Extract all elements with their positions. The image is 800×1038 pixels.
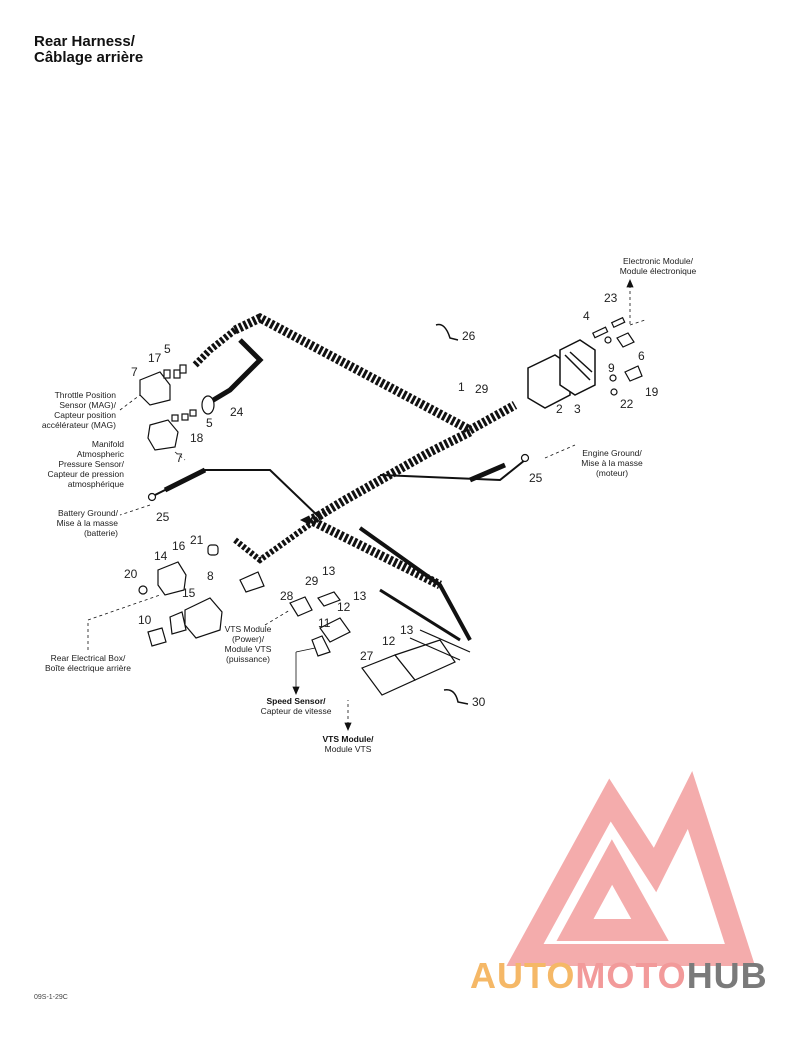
label-line: Speed Sensor/ <box>266 696 326 706</box>
part-number: 21 <box>190 533 204 547</box>
label-manifold-sensor: Manifold Atmospheric Pressure Sensor/ Ca… <box>47 439 124 489</box>
part-number: 22 <box>620 397 634 411</box>
label-throttle-sensor: Throttle Position Sensor (MAG)/ Capteur … <box>42 390 117 430</box>
electronic-module-icon <box>527 339 596 409</box>
label-vts-module: VTS Module/ Module VTS <box>323 734 375 754</box>
part-number: 19 <box>645 385 659 399</box>
ground-terminals-icon <box>147 453 530 502</box>
label-line: VTS Module <box>225 624 272 634</box>
label-line: Manifold <box>92 439 124 449</box>
part-number: 12 <box>337 600 351 614</box>
label-line: (Power)/ <box>232 634 265 644</box>
label-line: Throttle Position <box>55 390 117 400</box>
part-number: 14 <box>154 549 168 563</box>
label-vts-power: VTS Module (Power)/ Module VTS (puissanc… <box>225 624 272 664</box>
label-line: Electronic Module/ <box>623 256 694 266</box>
label-line: Mise à la masse <box>581 458 643 468</box>
part-number: 29 <box>305 574 319 588</box>
label-line: Rear Electrical Box/ <box>51 653 126 663</box>
part-number: 25 <box>529 471 543 485</box>
part-number: 26 <box>462 329 476 343</box>
part-number: 27 <box>360 649 374 663</box>
label-line: Capteur position <box>54 410 116 420</box>
part-number: 23 <box>604 291 618 305</box>
label-line: Mise à la masse <box>57 518 119 528</box>
part-number: 28 <box>280 589 294 603</box>
part-number: 7 <box>131 365 138 379</box>
label-line: VTS Module/ <box>323 734 375 744</box>
part-number: 13 <box>322 564 336 578</box>
label-line: Engine Ground/ <box>582 448 642 458</box>
watermark-logo-icon <box>506 770 756 966</box>
part-number: 18 <box>190 431 204 445</box>
watermark-part-hub: HUB <box>686 955 768 996</box>
part-number: 12 <box>382 634 396 648</box>
part-number: 2 <box>556 402 563 416</box>
label-line: Capteur de vitesse <box>261 706 332 716</box>
part-number: 15 <box>182 586 196 600</box>
label-line: (puissance) <box>226 654 270 664</box>
upper-right-hardware-icon <box>592 316 643 396</box>
label-line: Sensor (MAG)/ <box>59 400 116 410</box>
label-rear-box: Rear Electrical Box/ Boîte électrique ar… <box>45 653 131 673</box>
watermark-text: AUTOMOTOHUB <box>470 955 768 997</box>
part-number: 7 <box>176 451 183 465</box>
clip-26-icon <box>435 323 459 341</box>
clip-30-icon <box>443 689 469 705</box>
drawing-code: 09S-1-29C <box>34 994 68 1001</box>
main-harness <box>154 312 526 642</box>
label-engine-ground: Engine Ground/ Mise à la masse (moteur) <box>581 448 643 478</box>
part-number: 16 <box>172 539 186 553</box>
part-number: 30 <box>472 695 486 709</box>
label-battery-ground: Battery Ground/ Mise à la masse (batteri… <box>57 508 119 538</box>
leader-lines <box>87 278 646 732</box>
part-number: 13 <box>353 589 367 603</box>
label-electronic-module: Electronic Module/ Module électronique <box>620 256 697 276</box>
label-line: (moteur) <box>596 468 628 478</box>
part-number: 13 <box>400 623 414 637</box>
label-line: atmosphérique <box>68 479 125 489</box>
part-number: 10 <box>138 613 152 627</box>
vts-connectors-icon <box>289 591 471 696</box>
part-number: 1 <box>458 380 465 394</box>
part-number: 17 <box>148 351 162 365</box>
part-number: 25 <box>156 510 170 524</box>
part-number: 5 <box>164 342 171 356</box>
label-line: Module VTS <box>325 744 372 754</box>
sensor-connectors-icon <box>139 364 215 451</box>
label-line: Module électronique <box>620 266 697 276</box>
watermark-part-moto: MOTO <box>575 955 687 996</box>
part-number: 24 <box>230 405 244 419</box>
label-line: Capteur de pression <box>47 469 124 479</box>
label-line: accélérateur (MAG) <box>42 420 116 430</box>
part-number: 20 <box>124 567 138 581</box>
label-line: Pressure Sensor/ <box>58 459 124 469</box>
part-number: 11 <box>318 616 331 630</box>
title-line-english: Rear Harness/ <box>34 33 135 50</box>
part-number: 9 <box>608 361 615 375</box>
part-number: 3 <box>574 402 581 416</box>
label-line: (batterie) <box>84 528 118 538</box>
part-number: 29 <box>475 382 489 396</box>
label-line: Battery Ground/ <box>58 508 119 518</box>
part-number: 4 <box>583 309 590 323</box>
label-line: Atmospheric <box>77 449 125 459</box>
label-speed-sensor: Speed Sensor/ Capteur de vitesse <box>261 696 332 716</box>
watermark-part-auto: AUTO <box>470 955 576 996</box>
label-line: Module VTS <box>225 644 272 654</box>
label-line: Boîte électrique arrière <box>45 663 131 673</box>
title-line-french: Câblage arrière <box>34 49 144 66</box>
part-number: 6 <box>638 349 645 363</box>
rear-electrical-box-icon <box>138 544 265 647</box>
part-number-callouts: 26 23 4 6 5 17 7 1 29 9 19 22 2 3 24 5 1… <box>124 291 659 709</box>
part-number: 5 <box>206 416 213 430</box>
page-title: Rear Harness/ Câblage arrière <box>34 34 143 66</box>
part-number: 8 <box>207 569 214 583</box>
